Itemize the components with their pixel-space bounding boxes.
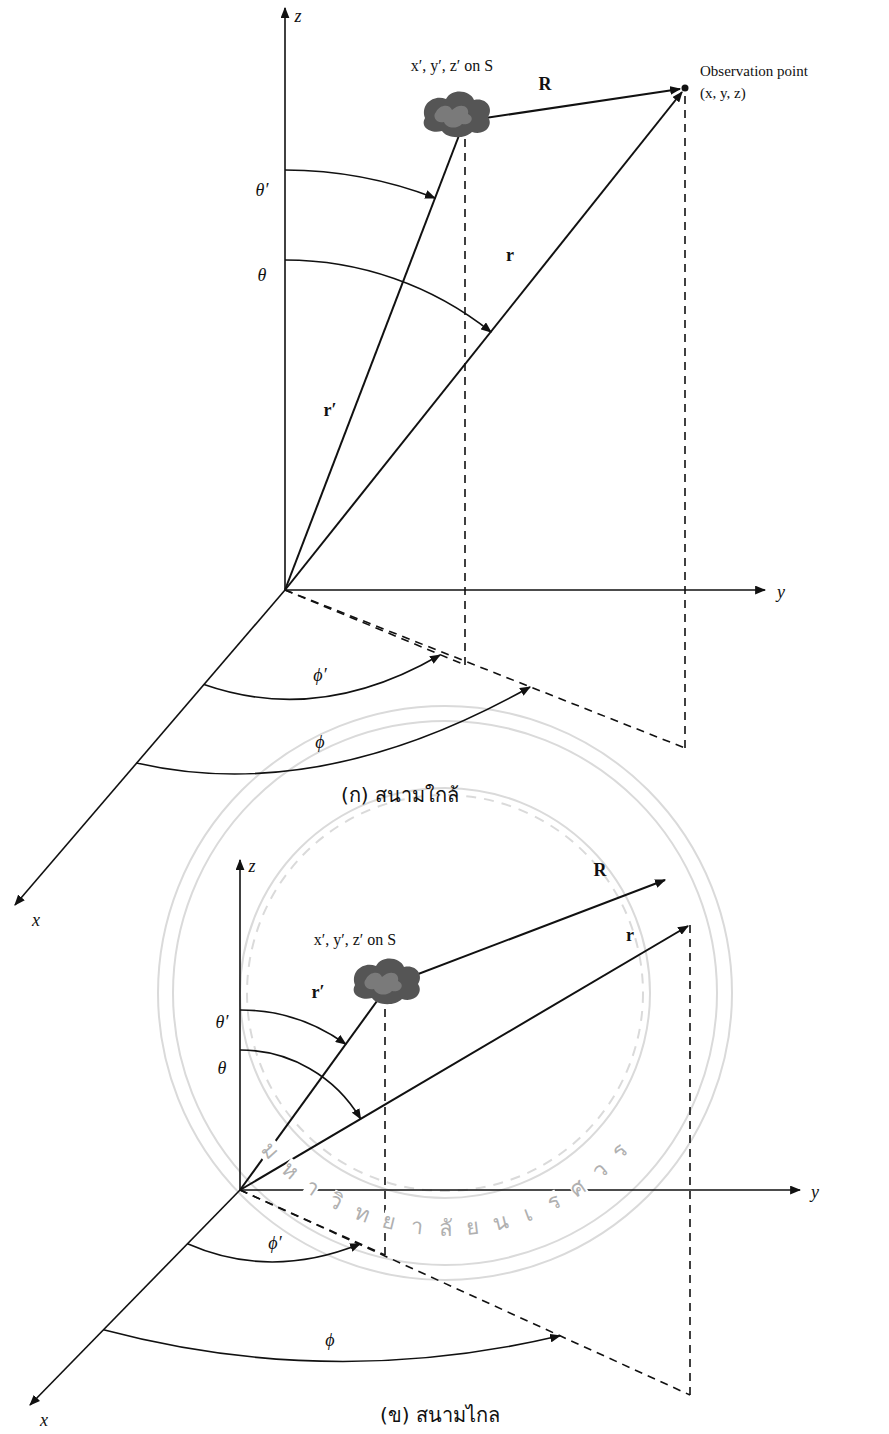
angle-arc (240, 1010, 346, 1044)
projection-line (464, 137, 466, 665)
watermark-letter: า (301, 1176, 323, 1201)
source-blob (354, 959, 420, 1005)
angle-label: θ′ (216, 1012, 229, 1033)
z-axis (239, 860, 241, 1190)
watermark-letter: ย (380, 1210, 398, 1234)
angle-label: ϕ (315, 732, 324, 753)
far-field-figure (30, 860, 800, 1405)
projection-line (240, 1190, 690, 1395)
watermark-letter: ลั (439, 1218, 452, 1240)
distance-vector (392, 880, 665, 984)
axis-label: z (248, 856, 255, 877)
near-field-figure (15, 8, 765, 905)
watermark-letter: น (491, 1210, 511, 1235)
watermark-seal (158, 706, 732, 1280)
watermark-letter: ท (351, 1201, 373, 1227)
vector-label: R (539, 74, 552, 95)
axis-label: y (777, 582, 785, 603)
point-label: Observation point (700, 63, 808, 80)
watermark-letter: ห (277, 1158, 303, 1184)
y-axis (240, 1189, 800, 1191)
watermark-letter: ว (589, 1158, 613, 1182)
source-vector (240, 990, 385, 1190)
axis-label: x (40, 1410, 48, 1431)
vector-label: r (626, 925, 634, 946)
watermark-text: มหาวิทยาลัยนเรศวร (199, 1121, 691, 1259)
observation-dot (682, 85, 689, 92)
vector-label: r (506, 245, 514, 266)
projection-line (240, 1190, 385, 1255)
angle-label: ϕ (325, 1330, 334, 1351)
watermark-letter: ศ (566, 1175, 590, 1201)
distance-vector (472, 89, 680, 120)
projection-line (684, 92, 686, 748)
angle-arc (285, 170, 435, 198)
angle-arc (240, 1050, 361, 1119)
watermark-letter: า (410, 1216, 425, 1239)
source-blob (424, 92, 490, 138)
axis-label: z (294, 6, 301, 27)
angle-arc (137, 687, 531, 774)
watermark-letter: วิ (326, 1190, 347, 1215)
z-axis (284, 8, 286, 590)
source-label: x′, y′, z′ on S (314, 931, 397, 949)
x-axis (30, 1190, 240, 1405)
angle-label: θ′ (256, 180, 269, 201)
watermark-letter: ย (465, 1216, 481, 1239)
angle-arc (204, 655, 440, 699)
figure-caption: (ข) สนามไกล (380, 1404, 500, 1427)
point-coordinates: (x, y, z) (700, 85, 746, 102)
vector-label: r′ (311, 982, 324, 1003)
axis-label: x (32, 910, 40, 931)
angle-arc (285, 260, 491, 332)
watermark-letter: ร (608, 1139, 632, 1163)
vector-label: r′ (323, 400, 336, 421)
watermark-letter: ร (543, 1190, 564, 1215)
position-vector (285, 92, 682, 590)
source-blob-group (354, 959, 420, 1005)
source-label: x′, y′, z′ on S (411, 57, 494, 75)
figure-caption: (ก) สนามใกล้ (341, 784, 459, 807)
source-blob-shade (364, 973, 401, 995)
angle-arc (104, 1330, 561, 1362)
angle-label: θ (218, 1058, 227, 1079)
watermark-letter: ม (256, 1138, 282, 1164)
y-axis (285, 589, 765, 591)
seal-ring (158, 706, 732, 1280)
x-axis (15, 590, 285, 905)
axis-label: y (811, 1182, 819, 1203)
projection-line (285, 590, 685, 748)
angle-label: θ (258, 265, 267, 286)
source-blob-shade (434, 106, 471, 128)
vector-label: R (594, 860, 607, 881)
source-vector (285, 125, 463, 590)
position-vector (240, 926, 688, 1190)
projection-line (689, 925, 691, 1395)
angle-label: ϕ′ (313, 665, 326, 686)
seal-ring (173, 721, 717, 1265)
seal-ring (240, 788, 650, 1198)
angle-label: ϕ′ (268, 1233, 281, 1254)
seal-ring (247, 795, 643, 1191)
watermark-letter: เ (520, 1202, 535, 1225)
